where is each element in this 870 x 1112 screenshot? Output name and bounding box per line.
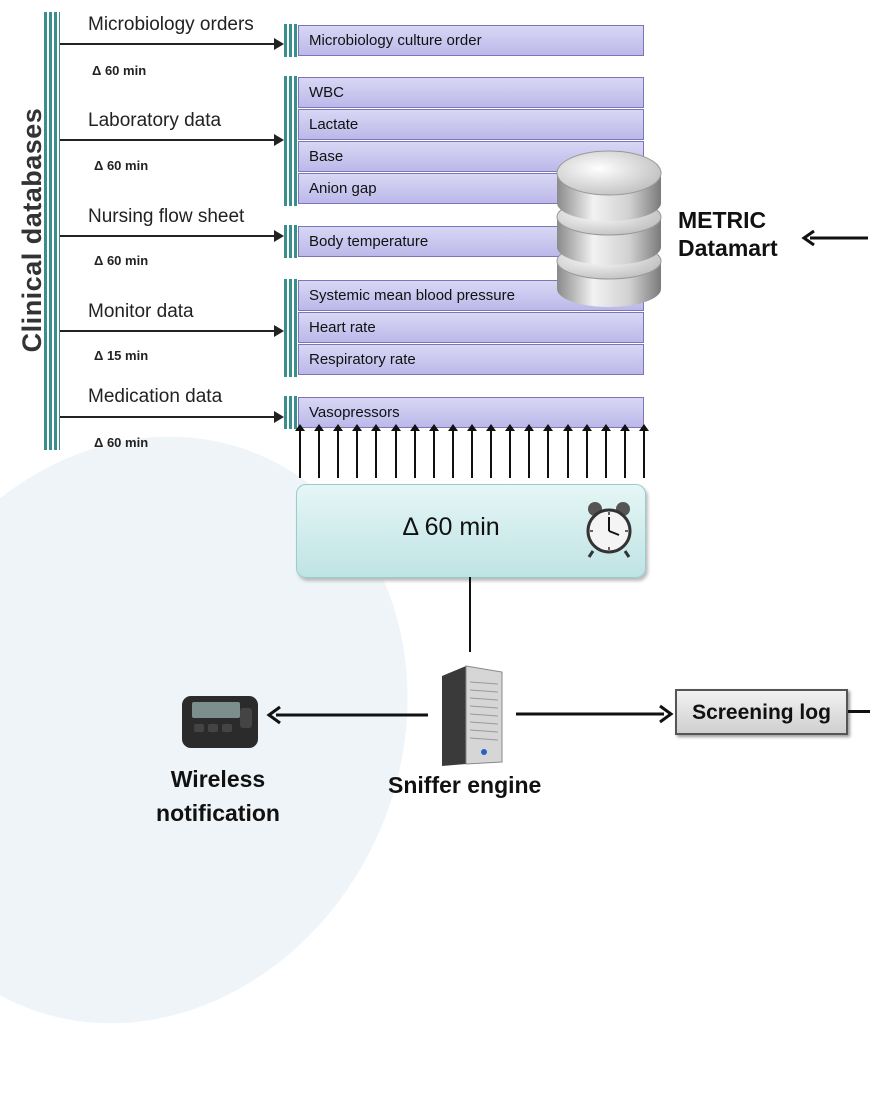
database-icon bbox=[556, 150, 662, 307]
source-label-laboratory: Laboratory data bbox=[88, 110, 222, 131]
upward-arrow bbox=[352, 424, 363, 478]
engine-to-log-arrow bbox=[516, 704, 674, 724]
clinical-databases-bus bbox=[44, 12, 60, 450]
interval-microbiology: Δ 60 min bbox=[92, 63, 147, 78]
arrow-head-laboratory bbox=[274, 134, 284, 146]
datamart-incoming-arrow bbox=[801, 229, 868, 247]
upward-arrow bbox=[295, 424, 305, 478]
upward-arrow bbox=[409, 424, 420, 478]
arrow-line-medication bbox=[60, 416, 278, 418]
notification-label-line1: Wireless bbox=[170, 766, 266, 792]
group-medication: Vasopressors bbox=[284, 396, 644, 429]
polling-interval-box: Δ 60 min bbox=[296, 484, 646, 578]
log-outgoing-line bbox=[848, 710, 870, 713]
group-connector bbox=[284, 76, 297, 206]
group-monitor: Systemic mean blood pressure Heart rate … bbox=[284, 279, 644, 377]
upward-arrow bbox=[619, 424, 630, 478]
item-microbiology-culture-order: Microbiology culture order bbox=[298, 25, 644, 56]
interval-nursing: Δ 60 min bbox=[94, 253, 149, 268]
item-vasopressors: Vasopressors bbox=[298, 397, 644, 428]
datamart-label-line2: Datamart bbox=[678, 235, 778, 261]
pager-icon bbox=[182, 696, 258, 748]
interval-medication: Δ 60 min bbox=[94, 435, 149, 450]
upward-arrow bbox=[639, 424, 649, 478]
notification-label-line2: notification bbox=[156, 800, 280, 826]
notification-label: Wireless notification bbox=[148, 762, 288, 830]
datamart-label: METRIC Datamart bbox=[678, 206, 778, 262]
item-lactate: Lactate bbox=[298, 109, 644, 140]
upward-arrow bbox=[581, 424, 592, 478]
upward-arrow bbox=[314, 424, 325, 478]
arrow-head-monitor bbox=[274, 325, 284, 337]
engine-to-pager-arrow bbox=[266, 705, 428, 725]
server-tower-icon bbox=[442, 665, 503, 766]
interval-monitor: Δ 15 min bbox=[94, 348, 149, 363]
group-connector bbox=[284, 225, 297, 258]
arrow-head-nursing bbox=[274, 230, 284, 242]
arrow-line-microbiology bbox=[60, 43, 278, 45]
source-label-medication: Medication data bbox=[88, 386, 223, 407]
upward-arrow bbox=[333, 424, 344, 478]
upward-arrow bbox=[562, 424, 573, 478]
group-connector bbox=[284, 24, 297, 57]
upward-arrow bbox=[447, 424, 458, 478]
upward-arrow bbox=[428, 424, 439, 478]
arrow-head-microbiology bbox=[274, 38, 284, 50]
upward-arrow bbox=[390, 424, 401, 478]
upward-arrow bbox=[543, 424, 554, 478]
upward-arrow bbox=[600, 424, 611, 478]
timer-to-engine-line bbox=[469, 577, 471, 652]
polling-interval-label: Δ 60 min bbox=[402, 513, 500, 541]
upward-arrow bbox=[467, 424, 477, 478]
datamart-label-line1: METRIC bbox=[678, 207, 767, 233]
group-connector bbox=[284, 396, 297, 429]
upward-arrow bbox=[524, 424, 535, 478]
engine-label: Sniffer engine bbox=[388, 772, 542, 798]
item-heart-rate: Heart rate bbox=[298, 312, 644, 343]
arrow-line-monitor bbox=[60, 330, 278, 332]
source-label-monitor: Monitor data bbox=[88, 301, 194, 322]
upward-arrow bbox=[371, 424, 382, 478]
group-connector bbox=[284, 279, 297, 377]
screening-log-box: Screening log bbox=[675, 689, 848, 735]
upward-arrow bbox=[505, 424, 516, 478]
item-respiratory-rate: Respiratory rate bbox=[298, 344, 644, 375]
arrow-line-laboratory bbox=[60, 139, 278, 141]
source-label-microbiology: Microbiology orders bbox=[88, 14, 254, 35]
item-wbc: WBC bbox=[298, 77, 644, 108]
interval-laboratory: Δ 60 min bbox=[94, 158, 149, 173]
source-label-nursing: Nursing flow sheet bbox=[88, 206, 245, 227]
alarm-clock-icon bbox=[586, 502, 632, 558]
upward-arrow bbox=[486, 424, 497, 478]
arrow-line-nursing bbox=[60, 235, 278, 237]
group-microbiology: Microbiology culture order bbox=[284, 24, 644, 57]
arrow-head-medication bbox=[274, 411, 284, 423]
